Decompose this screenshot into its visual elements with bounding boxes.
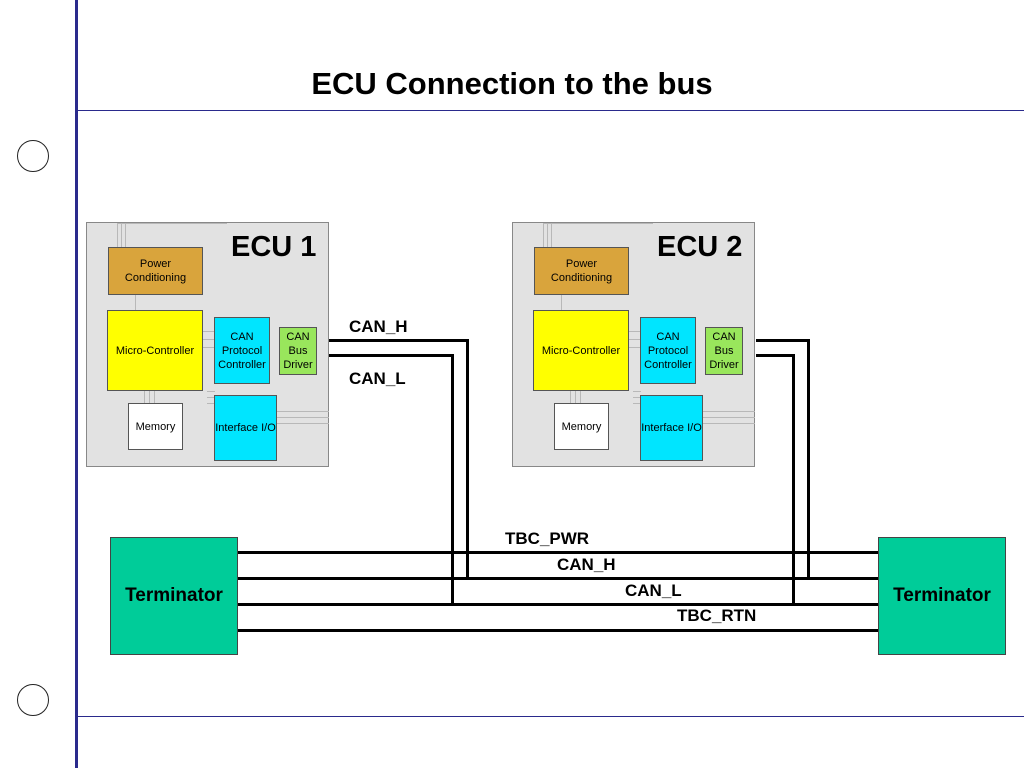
- ecu1-can-h-stub: [329, 339, 469, 342]
- bus-line-tbc-pwr: [237, 551, 879, 554]
- footer-rule: [75, 716, 1024, 717]
- interface-io-block: Interface I/O: [214, 395, 277, 461]
- trace: [547, 223, 548, 247]
- ecu1-can-h-drop: [466, 339, 469, 579]
- terminator-left: Terminator: [110, 537, 238, 655]
- trace: [543, 223, 653, 224]
- stub-label-can-l: CAN_L: [349, 369, 406, 388]
- trace: [561, 295, 562, 311]
- trace: [117, 223, 118, 247]
- micro-controller-block: Micro-Controller: [533, 310, 629, 391]
- trace: [575, 391, 576, 403]
- ecu2-can-l-stub: [756, 354, 795, 357]
- ecu-title: ECU 1: [231, 231, 317, 263]
- trace: [202, 347, 215, 348]
- bus-label-tbc-rtn: TBC_RTN: [677, 606, 757, 625]
- bus-line-tbc-rtn: [237, 629, 879, 632]
- ecu2-can-h-drop: [807, 339, 810, 579]
- ecu-title: ECU 2: [657, 231, 743, 263]
- trace: [628, 339, 641, 340]
- bus-label-tbc-pwr: TBC_PWR: [505, 529, 590, 548]
- trace: [703, 417, 755, 418]
- trace: [628, 347, 641, 348]
- power-conditioning-block: Power Conditioning: [534, 247, 629, 295]
- trace: [277, 423, 329, 424]
- can-bus-driver-block: CAN Bus Driver: [279, 327, 317, 375]
- trace: [580, 391, 581, 403]
- trace: [570, 391, 571, 403]
- ecu2-can-l-drop: [792, 354, 795, 605]
- trace: [277, 411, 329, 412]
- can-protocol-controller-block: CAN Protocol Controller: [214, 317, 270, 384]
- trace: [135, 295, 136, 311]
- trace: [703, 423, 755, 424]
- trace: [202, 339, 215, 340]
- trace: [117, 223, 227, 224]
- ecu2-can-h-stub: [756, 339, 810, 342]
- page-title: ECU Connection to the bus: [311, 66, 713, 101]
- trace: [633, 403, 641, 404]
- trace: [207, 403, 215, 404]
- interface-io-block: Interface I/O: [640, 395, 703, 461]
- can-bus-driver-block: CAN Bus Driver: [705, 327, 743, 375]
- can-protocol-controller-block: CAN Protocol Controller: [640, 317, 696, 384]
- ecu-1-box: ECU 1 Power Conditioning Micro-Controlle…: [86, 222, 329, 467]
- trace: [633, 391, 641, 392]
- header-rule: [75, 110, 1024, 111]
- ecu1-can-l-drop: [451, 354, 454, 605]
- memory-block: Memory: [128, 403, 183, 450]
- trace: [703, 411, 755, 412]
- bus-line-can-h: [237, 577, 879, 580]
- binder-hole-bottom: [17, 684, 49, 716]
- trace: [154, 391, 155, 403]
- trace: [144, 391, 145, 403]
- terminator-right: Terminator: [878, 537, 1006, 655]
- margin-line: [75, 0, 78, 768]
- micro-controller-block: Micro-Controller: [107, 310, 203, 391]
- trace: [125, 223, 126, 247]
- binder-hole-top: [17, 140, 49, 172]
- stub-label-can-h: CAN_H: [349, 317, 408, 336]
- trace: [277, 417, 329, 418]
- power-conditioning-block: Power Conditioning: [108, 247, 203, 295]
- trace: [628, 331, 641, 332]
- trace: [551, 223, 552, 247]
- bus-label-can-h: CAN_H: [557, 555, 616, 574]
- trace: [121, 223, 122, 247]
- ecu-2-box: ECU 2 Power Conditioning Micro-Controlle…: [512, 222, 755, 467]
- ecu1-can-l-stub: [329, 354, 454, 357]
- bus-label-can-l: CAN_L: [625, 581, 682, 600]
- trace: [207, 397, 215, 398]
- trace: [149, 391, 150, 403]
- trace: [633, 397, 641, 398]
- trace: [207, 391, 215, 392]
- memory-block: Memory: [554, 403, 609, 450]
- trace: [543, 223, 544, 247]
- bus-line-can-l: [237, 603, 879, 606]
- trace: [202, 331, 215, 332]
